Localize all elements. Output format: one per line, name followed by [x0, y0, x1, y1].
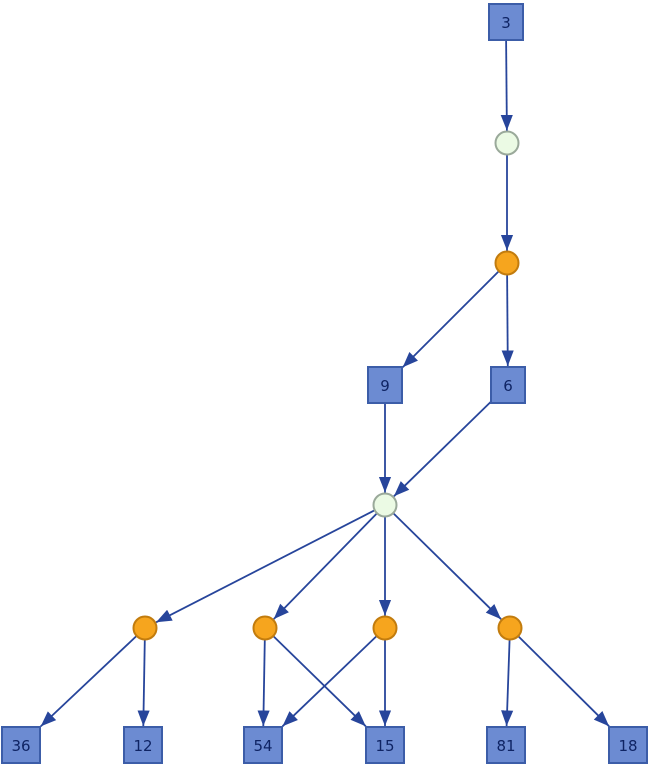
edge-o5-b18	[517, 635, 610, 727]
node-label: 9	[380, 377, 390, 395]
value-box-12: 12	[123, 726, 163, 764]
green-node-2	[372, 492, 398, 518]
value-box-9: 9	[367, 366, 403, 404]
edge-o3-b54	[257, 639, 270, 727]
edge-o1-b6	[501, 274, 514, 367]
edge-layer	[40, 39, 610, 728]
edge-g2-o2	[155, 509, 376, 624]
node-label: 3	[501, 14, 511, 32]
orange-node-3	[252, 615, 278, 641]
value-box-rect	[367, 366, 403, 404]
node-label: 18	[618, 737, 637, 755]
value-box-rect	[1, 726, 41, 764]
orange-circle	[132, 615, 158, 641]
edge-o5-b81	[501, 639, 514, 727]
orange-node-2	[132, 615, 158, 641]
orange-node-5	[497, 615, 523, 641]
value-box-rect	[123, 726, 163, 764]
node-label: 81	[496, 737, 515, 755]
edge-o2-b36	[40, 635, 138, 728]
green-circle	[494, 130, 520, 156]
orange-circle	[252, 615, 278, 641]
edge-o3-b15	[272, 635, 367, 727]
value-box-54: 54	[243, 726, 283, 764]
value-box-rect	[608, 726, 648, 764]
edge-g2-o5	[392, 512, 502, 620]
value-box-36: 36	[1, 726, 41, 764]
edge-g2-o3	[273, 512, 378, 620]
value-box-rect	[486, 726, 526, 764]
value-box-rect	[243, 726, 283, 764]
value-box-rect	[365, 726, 405, 764]
edge-b6-g2	[393, 400, 492, 497]
value-box-18: 18	[608, 726, 648, 764]
green-node-1	[494, 130, 520, 156]
node-label: 54	[253, 737, 272, 755]
edge-o4-b54	[281, 635, 378, 727]
value-box-3: 3	[488, 3, 524, 41]
value-box-rect	[490, 366, 526, 404]
value-box-81: 81	[486, 726, 526, 764]
edge-o2-b12	[137, 639, 150, 727]
node-label: 36	[11, 737, 30, 755]
value-box-15: 15	[365, 726, 405, 764]
orange-circle	[497, 615, 523, 641]
node-label: 12	[133, 737, 152, 755]
node-label: 6	[503, 377, 513, 395]
orange-circle	[372, 615, 398, 641]
orange-circle	[494, 250, 520, 276]
edge-o1-b9	[402, 270, 500, 368]
orange-node-1	[494, 250, 520, 276]
value-box-6: 6	[490, 366, 526, 404]
edge-b3-g1	[500, 39, 513, 131]
node-label: 15	[375, 737, 394, 755]
value-box-rect	[488, 3, 524, 41]
green-circle	[372, 492, 398, 518]
orange-node-4	[372, 615, 398, 641]
node-layer: 3 9 6 36 12 54 15 81 18	[1, 3, 648, 764]
